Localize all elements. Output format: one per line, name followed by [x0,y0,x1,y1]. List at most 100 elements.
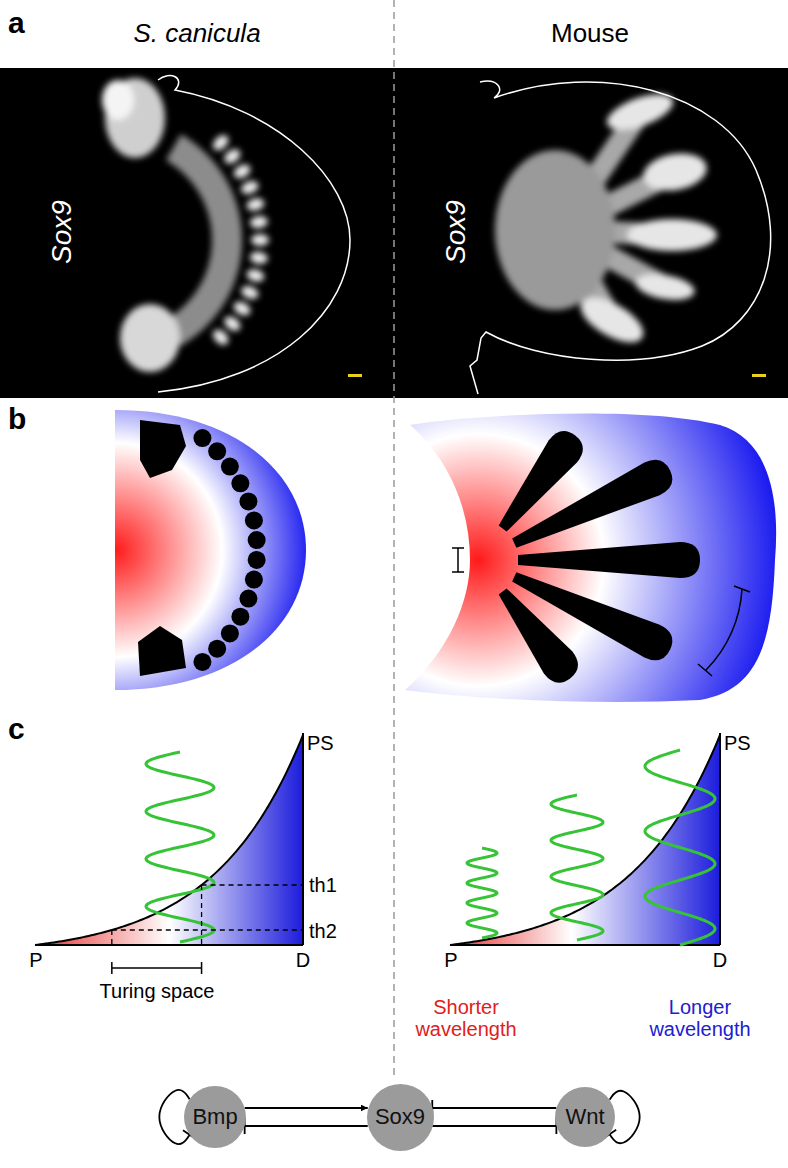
limb-schematic [405,413,776,702]
bracket [112,962,202,974]
gradient-curve [35,735,303,945]
radial-bead [221,624,239,642]
radial-bead [249,251,268,265]
digit [518,542,700,578]
fin-cartilage [138,420,266,676]
signal-circle: Bmp [184,1086,246,1148]
gradient-curve [450,735,720,945]
radial-bead [245,196,265,212]
cartilage-blob [140,420,186,478]
threshold-label: th2 [309,920,337,942]
range-label: Turing space [100,980,215,1002]
gradient-area [450,735,720,945]
wave [146,752,214,942]
gradient-label: Shorter wavelength [410,996,522,1040]
radial-bead [193,429,211,447]
fin-schematic [115,410,306,690]
radial-bead [231,608,249,626]
axis-label: D [713,949,727,971]
gradient-chart [450,733,720,945]
signal-circle: Sox9 [367,1084,434,1151]
threshold-line [112,930,303,945]
radial-bead [248,531,266,549]
limb-digits [488,424,700,689]
cartilage-blob [138,626,186,676]
activation-arrow [245,1107,368,1109]
gene-label: Sox9 [47,200,78,264]
wave [645,750,715,945]
radial-bead [231,299,253,318]
threshold-line [202,885,303,945]
radial-bead [245,571,263,589]
inhibition-connector [432,1118,556,1134]
digit-condensation [640,149,709,196]
axis [35,944,303,946]
radial-bead [248,551,266,569]
panel-title: S. canicula [133,19,260,48]
radial-bead [221,313,243,333]
cartilage-blob [102,80,134,120]
radial-bead [208,442,226,460]
node-label: Bmp [192,1104,237,1130]
axis-label: PS [724,732,751,754]
panel-letter: c [8,712,25,745]
inhibition-connector [432,1100,556,1116]
radial-bead [208,640,226,658]
radial-bead [239,179,260,197]
radial-bead [245,267,265,283]
radial-bead [239,590,257,608]
bracket [452,548,464,572]
radial-bead [221,458,239,476]
axis [450,944,720,946]
digit [488,580,584,689]
gradient-label: Longer wavelength [644,996,756,1040]
limb-outline [470,81,771,394]
radial-bead [251,234,269,246]
node-label: Sox9 [375,1104,425,1130]
digit-condensation [574,289,651,352]
palm-condensation [495,150,615,310]
radial-bead [210,327,231,348]
wave [551,795,603,940]
axis-label: PS [307,732,334,754]
scale-bar [348,374,362,377]
radial-bead [249,215,268,229]
gradient-chart [35,733,303,974]
axis-label: D [296,949,310,971]
node-label: Wnt [565,1104,604,1130]
digit-condensation [633,270,696,304]
cartilage-band [166,134,242,345]
radial-bead [210,132,231,153]
axis [719,733,721,945]
bracket [698,586,750,676]
radial-bead [239,284,260,302]
digit-condensation [627,219,717,251]
axis-label: P [29,949,42,971]
threshold-label: th1 [309,874,337,896]
radial-bead [239,492,257,510]
radial-bead [221,146,243,166]
axis-label: P [444,949,457,971]
panel-letter: b [8,402,26,435]
fin-outline [158,75,350,392]
digit [507,454,678,559]
wave [467,848,497,938]
scale-bar [752,374,766,377]
shark-fin-photo [102,78,269,372]
radial-bead [193,653,211,671]
panel-title: Mouse [551,19,629,48]
panel-letter: a [8,6,25,39]
axis [302,733,304,945]
cartilage-blob [120,304,180,372]
gene-label: Sox9 [441,200,472,264]
mouse-limb-photo [495,87,717,351]
radial-bead [231,162,253,181]
panel-divider [393,0,395,1075]
radial-bead [231,474,249,492]
radial-bead [245,511,263,529]
inhibition-connector [245,1118,368,1134]
signal-circle: Wnt [555,1087,615,1147]
gradient-area [35,735,303,945]
